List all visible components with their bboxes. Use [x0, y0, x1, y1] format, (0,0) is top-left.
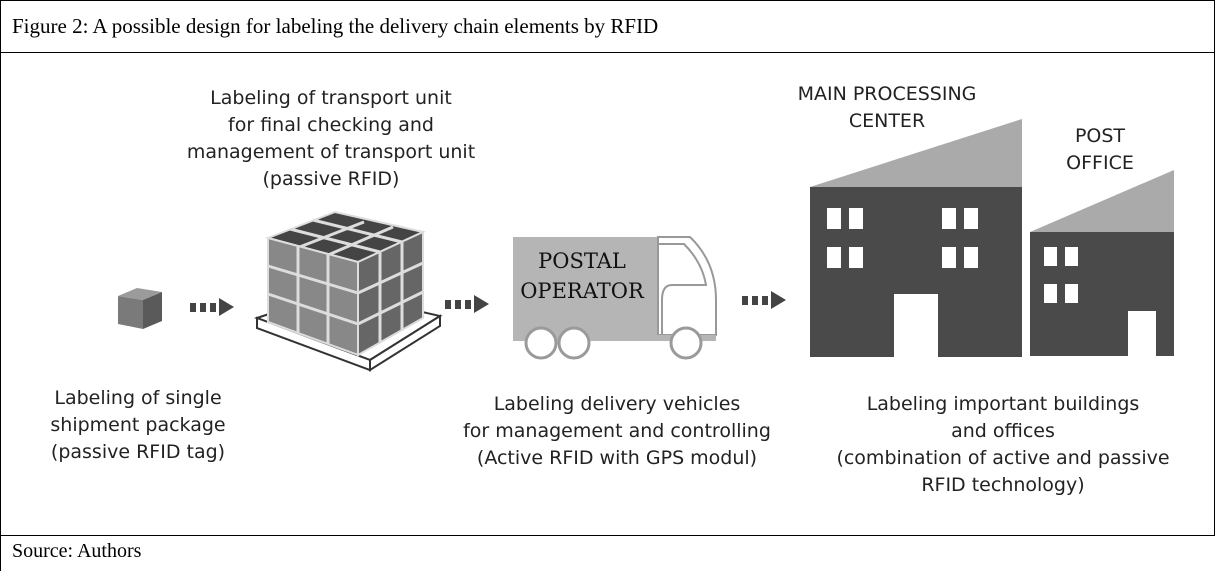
vehicle-label: Labeling delivery vehicles for managemen… — [463, 393, 771, 469]
transport-unit-label-line-4: (passive RFID) — [263, 168, 400, 190]
arrow-right-icon — [742, 291, 786, 309]
buildings-label-line-3: (combination of active and passive — [836, 447, 1169, 469]
post-office-label: POST OFFICE — [1066, 125, 1134, 174]
figure-source: Source: Authors — [12, 540, 142, 562]
frame-left-border — [0, 0, 1, 571]
buildings-label: Labeling important buildings and offices… — [836, 393, 1169, 496]
package-label-line-1: Labeling of single — [54, 387, 221, 409]
arrow-right-icon — [190, 298, 234, 316]
transport-unit-label-line-1: Labeling of transport unit — [210, 87, 452, 109]
frame-top-border — [0, 0, 1215, 1]
truck-text-line-1: POSTAL — [538, 249, 626, 273]
main-processing-center-icon — [810, 119, 1022, 357]
post-office-icon — [1030, 170, 1174, 356]
main-center-label-line-2: CENTER — [849, 110, 925, 132]
postal-truck-icon: POSTAL OPERATOR — [513, 236, 717, 360]
arrow-right-icon — [445, 295, 489, 313]
vehicle-label-line-3: (Active RFID with GPS modul) — [477, 447, 757, 469]
package-label-line-2: shipment package — [50, 414, 225, 436]
post-office-label-line-1: POST — [1075, 125, 1125, 147]
buildings-label-line-4: RFID technology) — [921, 474, 1084, 496]
source-divider — [0, 535, 1215, 536]
package-cube-icon — [118, 288, 162, 329]
main-center-label-line-1: MAIN PROCESSING — [798, 83, 977, 105]
package-label-line-3: (passive RFID tag) — [51, 441, 225, 463]
buildings-label-line-1: Labeling important buildings — [867, 393, 1140, 415]
vehicle-label-line-2: for management and controlling — [463, 420, 771, 442]
package-label: Labeling of single shipment package (pas… — [50, 387, 225, 463]
figure-caption: Figure 2: A possible design for labeling… — [12, 14, 659, 38]
caption-divider — [0, 52, 1215, 53]
buildings-label-line-2: and offices — [951, 420, 1055, 442]
post-office-label-line-2: OFFICE — [1066, 152, 1134, 174]
pallet-boxes-icon — [253, 210, 443, 372]
transport-unit-label-line-3: management of transport unit — [187, 141, 475, 163]
transport-unit-label-line-2: for final checking and — [228, 114, 434, 136]
vehicle-label-line-1: Labeling delivery vehicles — [494, 393, 741, 415]
truck-text-line-2: OPERATOR — [520, 279, 645, 303]
main-processing-center-label: MAIN PROCESSING CENTER — [798, 83, 977, 132]
transport-unit-label: Labeling of transport unit for final che… — [187, 87, 475, 190]
